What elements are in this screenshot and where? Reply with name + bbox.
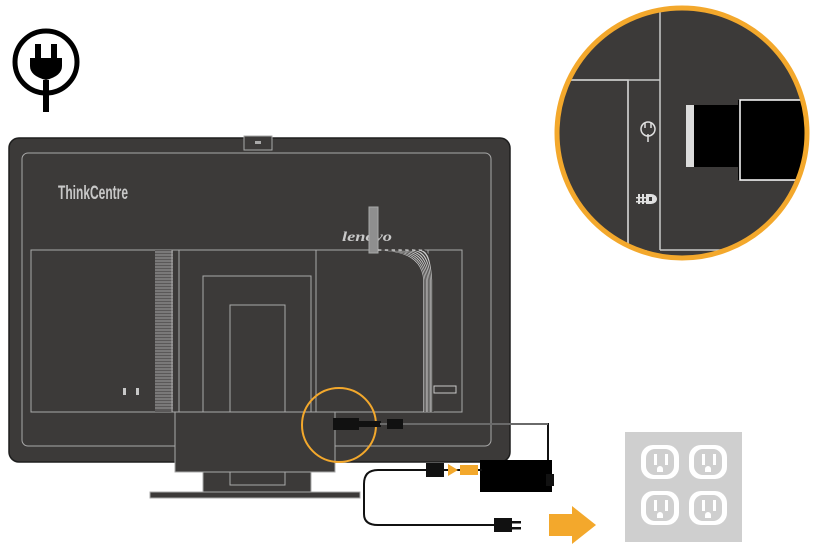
right-vent xyxy=(377,249,434,412)
outlet-receptacle-icon xyxy=(641,491,679,525)
displayport-icon xyxy=(636,194,657,204)
outlet-receptacle-icon xyxy=(689,445,727,479)
connection-arrow xyxy=(460,465,478,475)
power-port-icon xyxy=(640,121,656,142)
outlet-receptacle-icon xyxy=(689,491,727,525)
outlet-receptacle-icon xyxy=(641,445,679,479)
zoomed-power-connector xyxy=(686,99,807,181)
usb-port-block xyxy=(433,385,457,394)
wall-outlet xyxy=(625,432,742,542)
status-indicator xyxy=(136,388,139,395)
power-plug-icon xyxy=(12,28,80,112)
model-name: ThinkCentre xyxy=(58,183,128,204)
power-adapter xyxy=(480,460,554,492)
insert-arrow-icon xyxy=(549,506,596,544)
brand-logo: lenovo xyxy=(342,230,392,245)
status-indicator xyxy=(123,388,126,395)
antenna xyxy=(368,206,379,254)
zoom-inset xyxy=(554,5,810,261)
all-in-one-computer-rear: ThinkCentre lenovo xyxy=(8,135,511,499)
stand-base xyxy=(149,491,361,499)
left-vent xyxy=(155,250,173,412)
ac-power-cord xyxy=(363,463,521,532)
